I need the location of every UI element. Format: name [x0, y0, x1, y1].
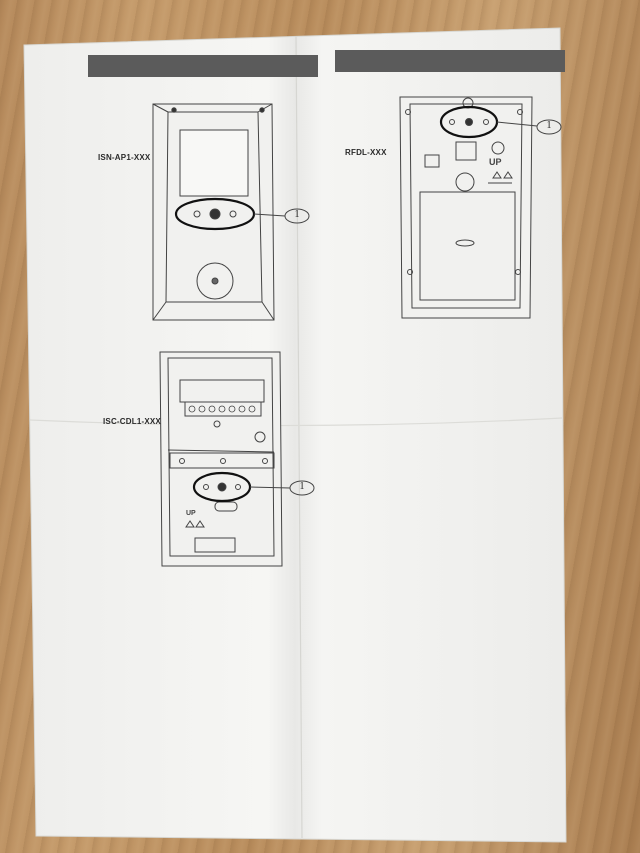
header-bar-left — [88, 55, 318, 77]
model-label-isn-ap1: ISN-AP1-XXX — [98, 153, 151, 162]
header-bar-right — [335, 50, 565, 72]
model-label-isc-cdl1: ISC-CDL1-XXX — [103, 417, 161, 426]
up-label-rfdl: UP — [489, 157, 502, 167]
callout-number-isc-cdl1: 1 — [299, 481, 305, 492]
device-isc-cdl1-drawing — [159, 351, 315, 567]
callout-number-isn-ap1: 1 — [294, 209, 300, 220]
device-rfdl-drawing — [399, 96, 562, 319]
callout-number-rfdl: 1 — [546, 120, 552, 131]
up-label-isc-cdl1: UP — [186, 510, 196, 517]
model-label-rfdl: RFDL-XXX — [345, 148, 387, 157]
device-isn-ap1-drawing — [152, 103, 310, 321]
